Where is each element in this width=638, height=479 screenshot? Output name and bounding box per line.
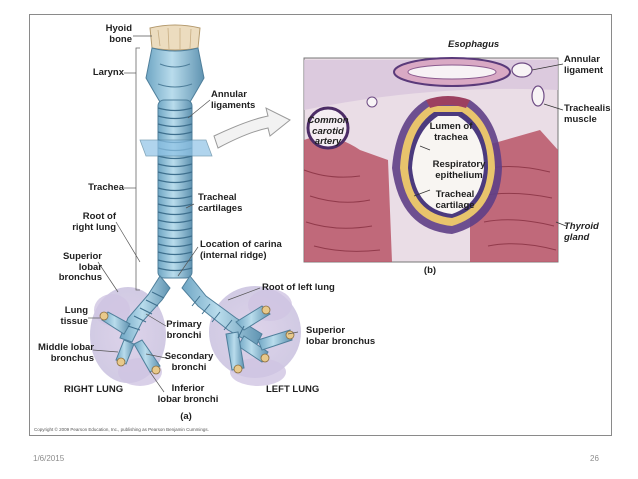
label-carina: Location of carina(internal ridge) — [200, 239, 282, 261]
label-panel-a: (a) — [180, 411, 192, 422]
zoom-arrow — [213, 107, 291, 149]
footer-date: 1/6/2015 — [33, 454, 65, 463]
copyright-note: Copyright © 2009 Pearson Education, Inc.… — [34, 427, 209, 432]
bronchi-ends — [99, 305, 295, 375]
label-left-lung: LEFT LUNG — [266, 384, 320, 395]
larynx-bracket — [135, 47, 140, 291]
label-right-lung: RIGHT LUNG — [64, 384, 124, 395]
histology-panel — [303, 57, 559, 263]
label-trachea: Trachea — [88, 182, 124, 193]
footer-page-number: 26 — [590, 454, 599, 463]
section-plane — [139, 139, 213, 157]
label-panel-b: (b) — [423, 265, 437, 276]
label-esophagus: Esophagus — [448, 39, 500, 50]
bronchi-tree — [101, 275, 293, 373]
leader-lines-b — [413, 63, 567, 227]
label-larynx: Larynx — [92, 67, 124, 78]
hyoid-bone — [149, 24, 201, 51]
bronchi-rings — [127, 291, 245, 339]
label-root-left-lung: Root of left lung — [262, 282, 335, 293]
larynx — [145, 47, 205, 103]
leader-lines-a — [88, 35, 299, 393]
